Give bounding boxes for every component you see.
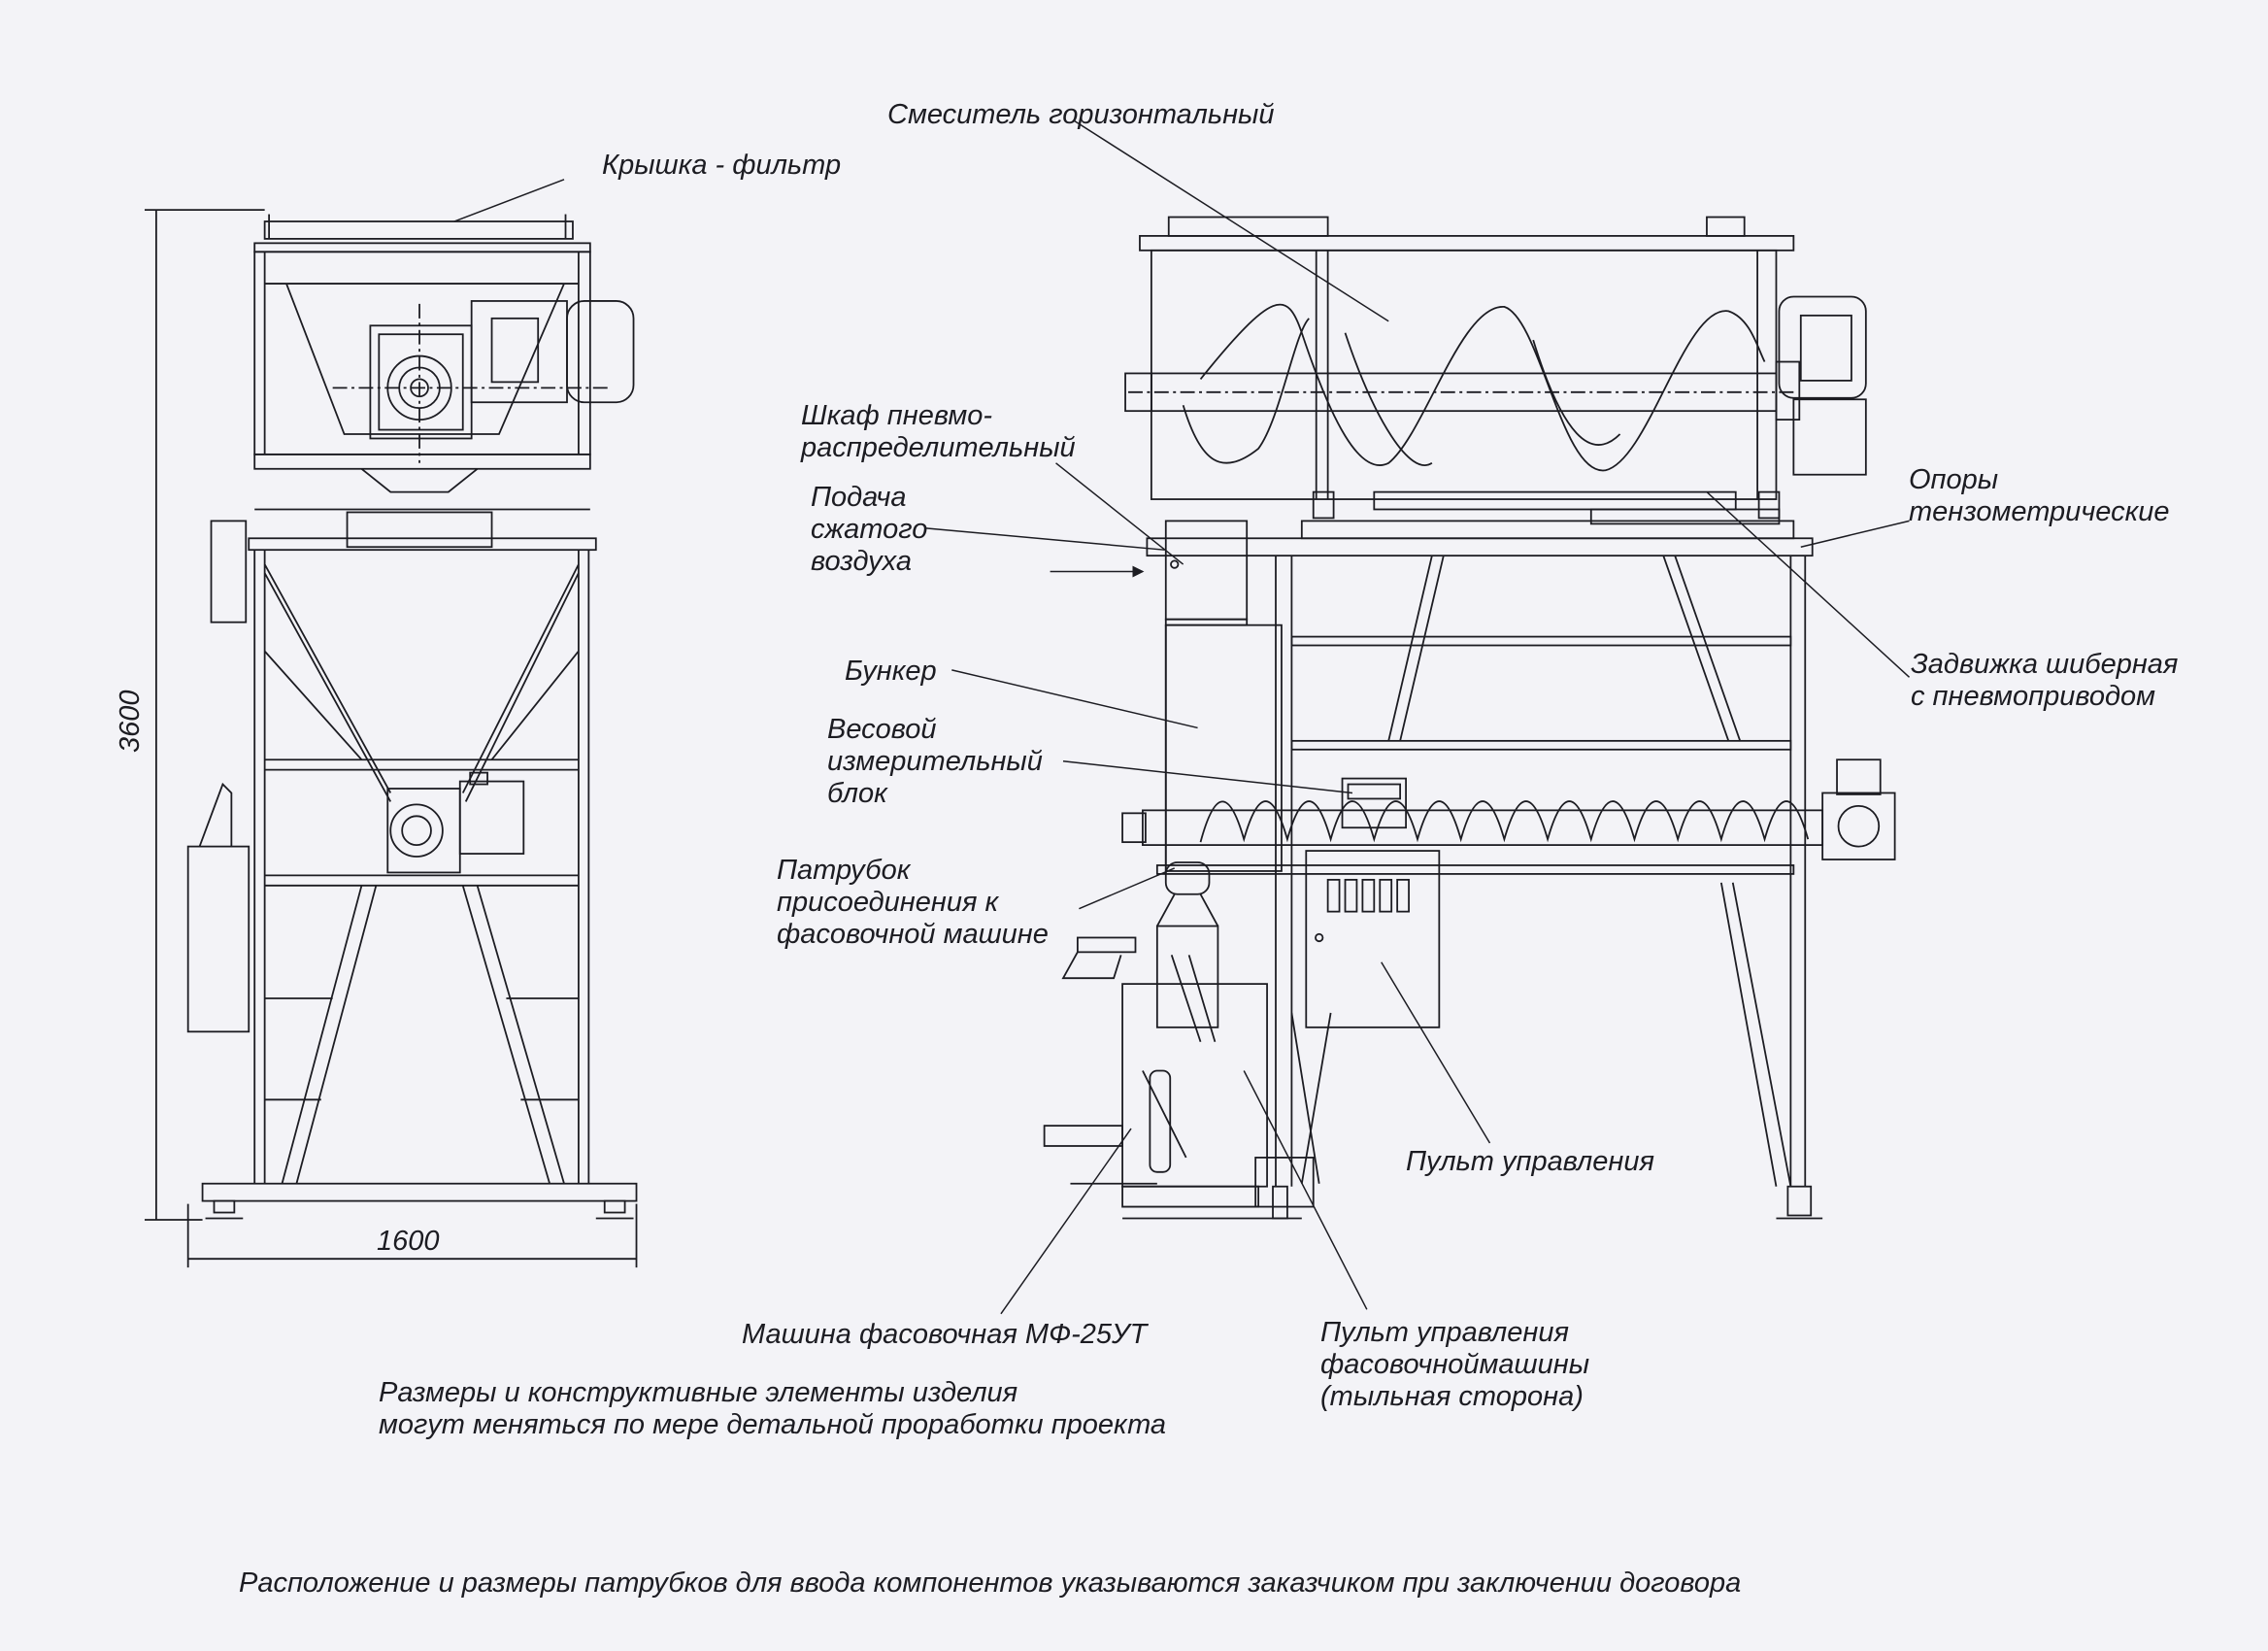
pneumo-cabinet-label: Шкаф пневмо- распределительный: [801, 400, 1076, 463]
design-note: Размеры и конструктивные элементы издели…: [379, 1377, 1167, 1440]
lid-filter-label: Крышка - фильтр: [602, 150, 842, 181]
control-panel-label: Пульт управления: [1406, 1146, 1654, 1177]
gate-valve-shape: [1373, 490, 1737, 511]
gate-valve-label: Задвижка шиберная с пневмоприводом: [1911, 649, 2179, 712]
side-view: [144, 209, 638, 1268]
mixer-drive-shape: [1778, 295, 1867, 399]
hopper-label: Бункер: [845, 656, 937, 687]
side-screw-drive-shape: [386, 788, 461, 874]
load-supports-label: Опоры тензометрические: [1909, 464, 2170, 527]
mixer-label: Смеситель горизонтальный: [887, 99, 1275, 130]
side-hopper-shape: [263, 563, 580, 793]
lid-filter-shape: [263, 220, 574, 240]
packing-panel-label: Пульт управления фасовочноймашины (тыльн…: [1320, 1317, 1590, 1412]
weighing-unit-shape: [1341, 777, 1407, 829]
outlet-nozzle-shape: [1164, 861, 1211, 895]
hopper-shape: [1164, 623, 1283, 872]
air-supply-label: Подача сжатого воздуха: [811, 482, 928, 577]
pneumo-cabinet-shape: [1164, 520, 1249, 621]
packing-machine-shape: [1121, 983, 1268, 1188]
footer-note: Расположение и размеры патрубков для вво…: [239, 1567, 1742, 1599]
height-dimension-value: 3600: [115, 690, 146, 753]
width-dimension-value: 1600: [377, 1226, 440, 1257]
outlet-nozzle-label: Патрубок присоединения к фасовочной маши…: [777, 855, 1049, 950]
control-panel-shape: [1305, 850, 1441, 1028]
weighing-unit-label: Весовой измерительный блок: [827, 714, 1043, 809]
side-gearbox-shape: [369, 324, 473, 440]
front-view: [1043, 216, 1896, 1220]
leader-lines: [453, 119, 1911, 1315]
packing-machine-label: Машина фасовочная МФ-25УТ: [742, 1319, 1148, 1350]
mixer-shape: [1139, 235, 1795, 252]
mixer-ribbon-shape: [1199, 303, 1766, 472]
